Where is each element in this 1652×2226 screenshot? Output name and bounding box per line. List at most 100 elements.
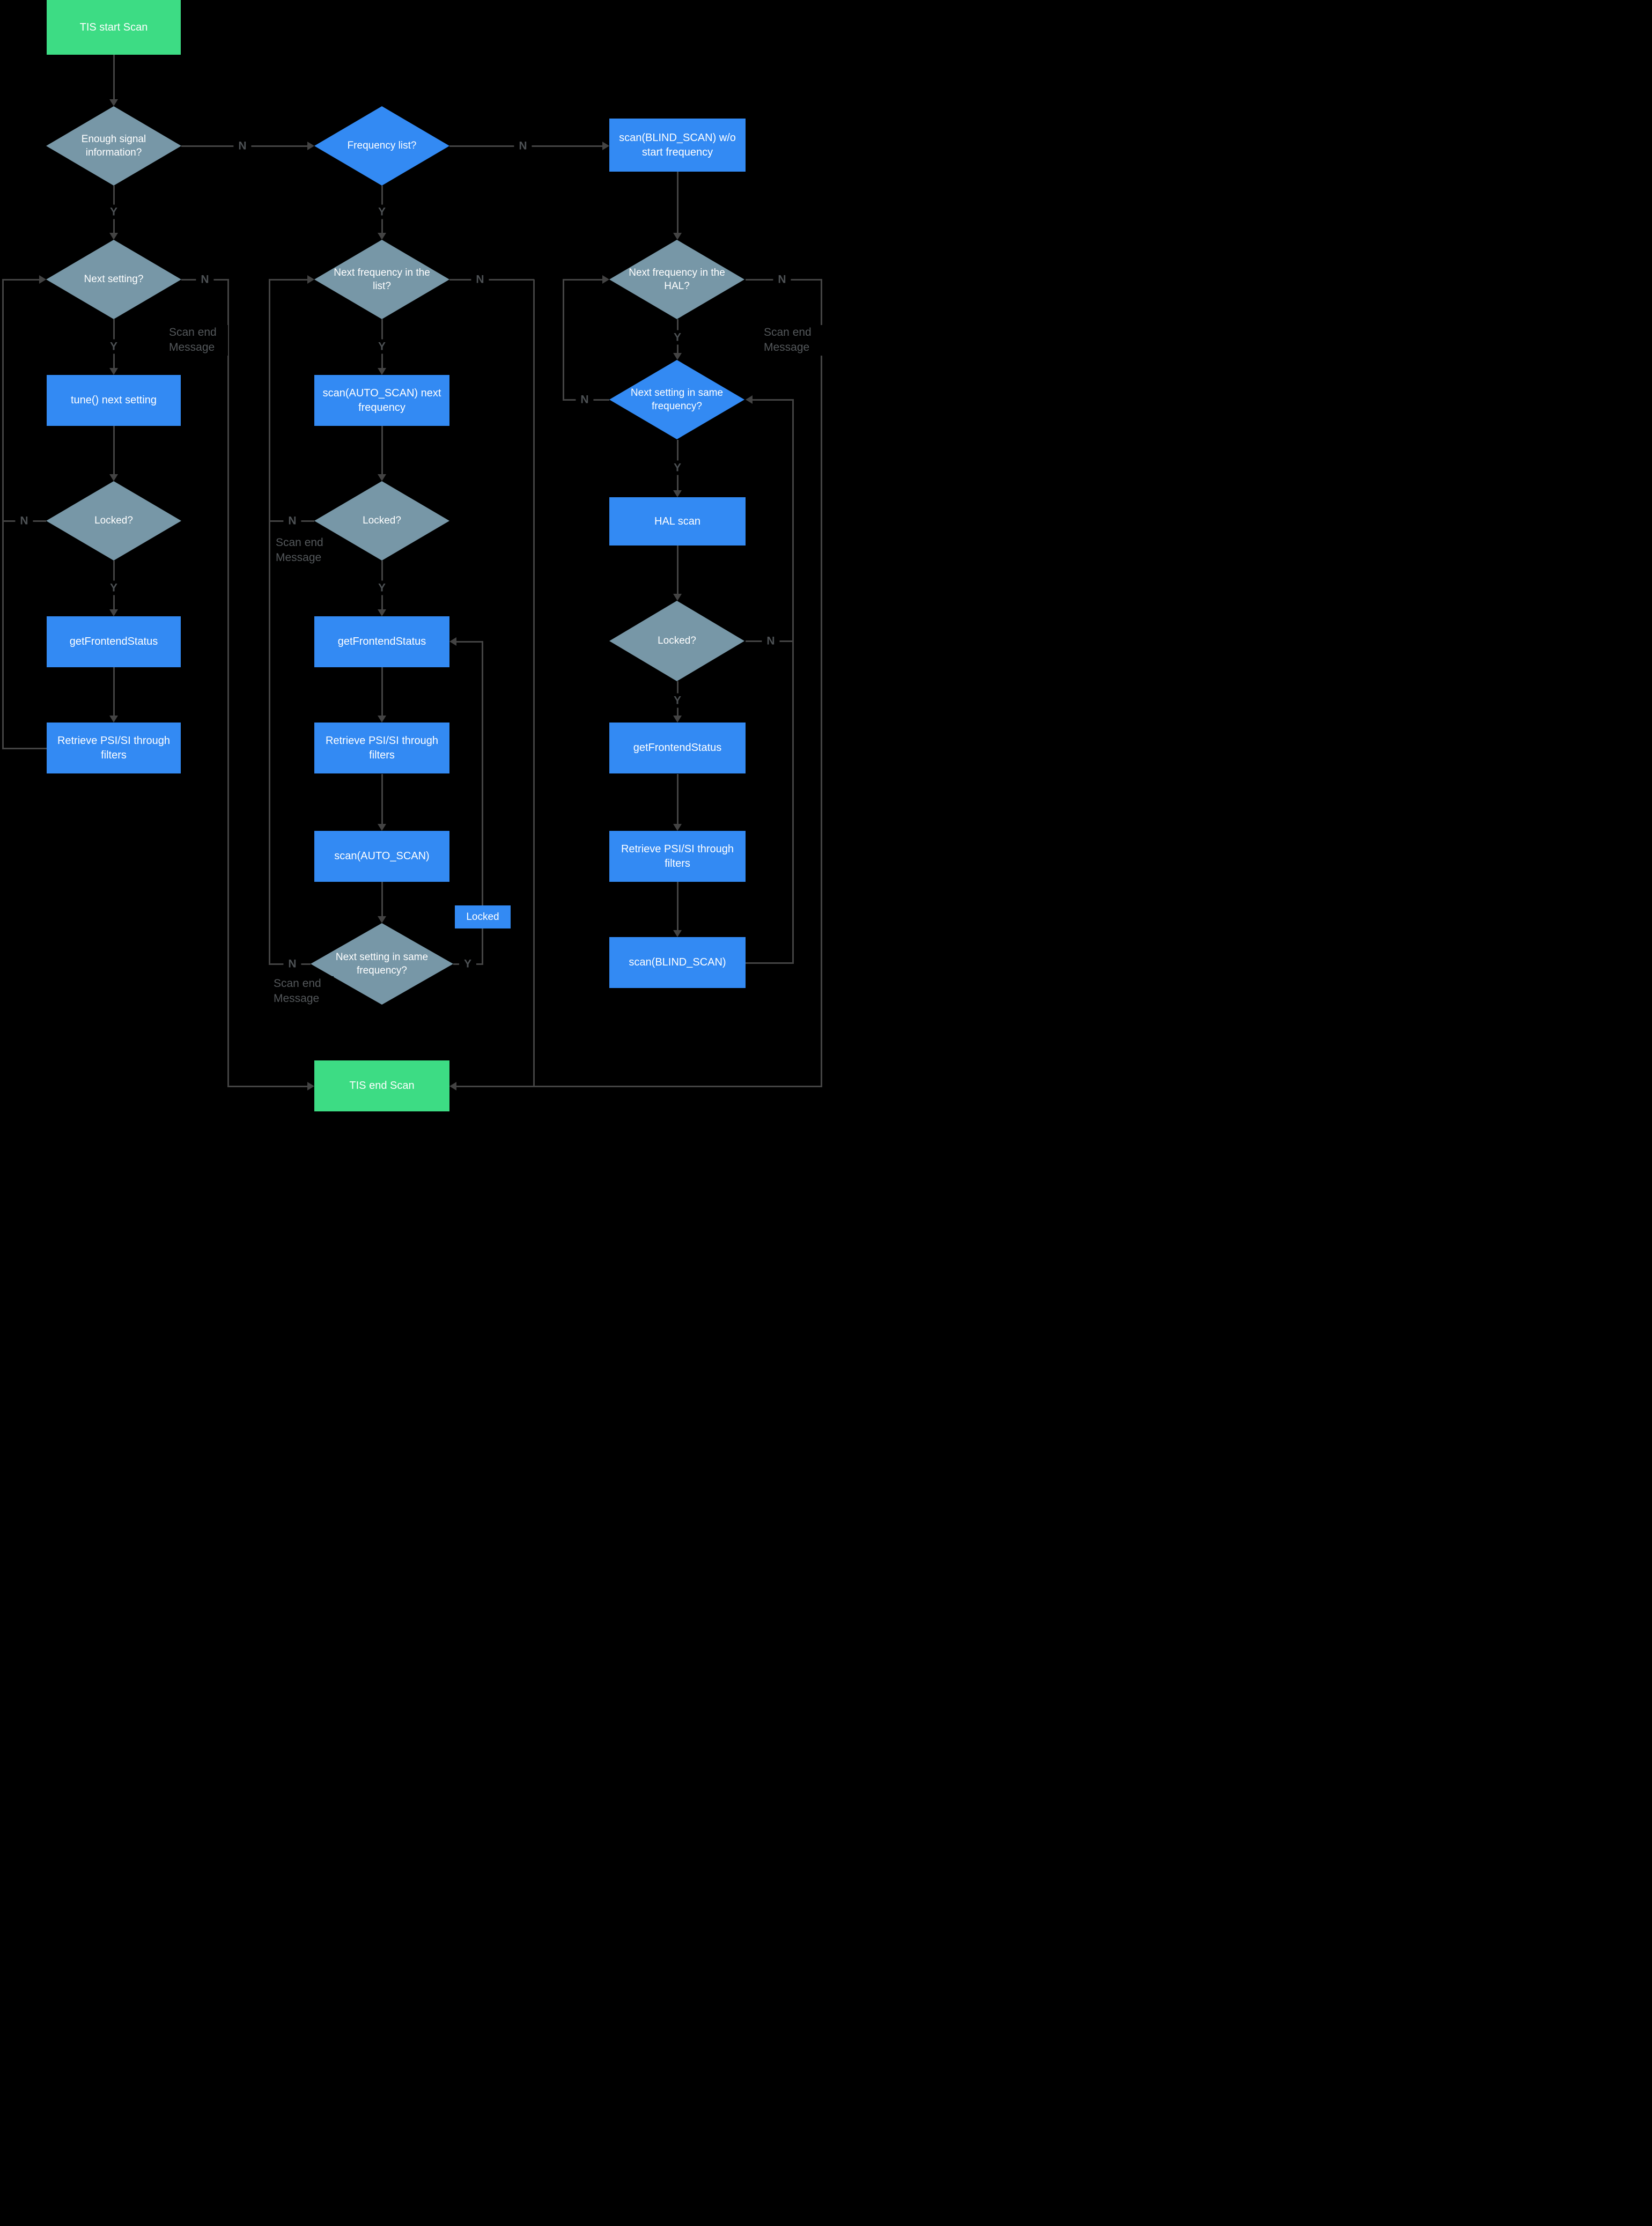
connector xyxy=(381,667,383,717)
arrowhead xyxy=(673,233,682,240)
connector xyxy=(113,667,115,717)
process-tune-next-setting: tune() next setting xyxy=(47,375,181,426)
edge-label-yes: Y xyxy=(668,330,687,345)
edge-label-no: N xyxy=(15,513,33,528)
edge-label-no: N xyxy=(773,272,791,287)
mid-feedback-line xyxy=(269,279,270,965)
arrowhead xyxy=(673,824,682,831)
arrowhead xyxy=(378,824,386,831)
arrowhead xyxy=(378,368,386,375)
mid-feedback-line-top xyxy=(269,279,307,281)
connector xyxy=(381,774,383,825)
arrowhead xyxy=(109,474,118,481)
process-hal-scan: HAL scan xyxy=(609,497,746,546)
edge-label-no: N xyxy=(283,956,301,971)
decision-next-setting-same-frequency-right: Next setting in same frequency? xyxy=(609,360,744,439)
arrowhead xyxy=(602,275,609,284)
next-freq-list-no-line xyxy=(449,279,534,281)
arrowhead xyxy=(673,490,682,497)
process-scan-auto-scan: scan(AUTO_SCAN) xyxy=(314,831,449,882)
arrowhead xyxy=(378,233,386,240)
edge-label-no: N xyxy=(196,272,214,287)
connector xyxy=(677,172,678,234)
node-tis-end-scan: TIS end Scan xyxy=(314,1060,449,1111)
edge-label-no: N xyxy=(283,513,301,528)
edge-label-no: N xyxy=(514,138,532,153)
edge-label-yes: Y xyxy=(373,204,391,219)
blind-scan-loop-line xyxy=(746,962,794,964)
left-feedback-line xyxy=(2,279,4,748)
decision-next-frequency-in-list: Next frequency in the list? xyxy=(314,240,449,319)
edge-label-no: N xyxy=(233,138,252,153)
connector xyxy=(113,55,115,101)
note-scan-end-message: Scan end Message xyxy=(274,976,334,1007)
edge-label-yes: Y xyxy=(105,580,123,595)
arrowhead xyxy=(109,609,118,616)
left-scan-end-bottom xyxy=(227,1086,308,1087)
edge-label-yes: Y xyxy=(459,956,477,971)
arrowhead xyxy=(109,716,118,723)
decision-locked-left: Locked? xyxy=(46,481,181,561)
mid-scan-end-line xyxy=(533,279,535,1086)
edge-label-no: N xyxy=(762,633,780,648)
edge-label-yes: Y xyxy=(668,693,687,708)
node-tis-start-scan: TIS start Scan xyxy=(47,0,181,55)
edge-label-no: N xyxy=(576,392,594,407)
right-loop-top xyxy=(753,399,794,401)
label-locked-tag: Locked xyxy=(455,905,511,928)
retrieve-left-loop-line xyxy=(2,748,47,749)
arrowhead xyxy=(378,716,386,723)
arrowhead xyxy=(673,353,682,360)
note-scan-end-message: Scan end Message xyxy=(764,325,824,356)
process-get-frontend-status-right: getFrontendStatus xyxy=(609,723,746,773)
edge-label-yes: Y xyxy=(105,204,123,219)
arrowhead xyxy=(109,99,118,106)
locked-tag-line xyxy=(482,642,483,964)
connector xyxy=(677,882,678,931)
left-scan-end-line xyxy=(227,279,229,1086)
locked-tag-line-top xyxy=(456,641,483,643)
process-retrieve-psi-si-left: Retrieve PSI/SI through filters xyxy=(47,723,181,773)
process-retrieve-psi-si-mid: Retrieve PSI/SI through filters xyxy=(314,723,449,773)
arrowhead xyxy=(39,275,46,284)
edge-label-yes: Y xyxy=(373,580,391,595)
arrowhead xyxy=(307,275,314,284)
flowchart-canvas: TIS start Scan Enough signal information… xyxy=(0,0,826,1113)
process-scan-blind-scan-wo-start-frequency: scan(BLIND_SCAN) w/o start frequency xyxy=(609,119,746,172)
hal-feedback-line-top xyxy=(563,279,603,281)
process-scan-blind-scan: scan(BLIND_SCAN) xyxy=(609,937,746,988)
right-loop-line xyxy=(792,400,794,964)
arrowhead xyxy=(378,609,386,616)
left-feedback-line-top xyxy=(2,279,40,281)
arrowhead xyxy=(378,916,386,923)
edge-label-yes: Y xyxy=(668,460,687,475)
arrowhead xyxy=(673,716,682,723)
arrowhead xyxy=(449,1082,456,1090)
arrowhead xyxy=(307,1082,314,1090)
decision-enough-signal-information: Enough signal information? xyxy=(46,106,181,186)
decision-frequency-list: Frequency list? xyxy=(314,106,449,186)
arrowhead xyxy=(602,142,609,150)
arrowhead xyxy=(673,594,682,601)
arrowhead xyxy=(449,637,456,646)
connector xyxy=(677,546,678,595)
right-scan-end-line xyxy=(821,279,822,1086)
decision-locked-right: Locked? xyxy=(609,601,744,681)
note-scan-end-message: Scan end Message xyxy=(169,325,228,356)
connector xyxy=(677,774,678,825)
arrowhead xyxy=(378,474,386,481)
connector xyxy=(381,882,383,917)
arrowhead xyxy=(307,142,314,150)
edge-label-yes: Y xyxy=(373,339,391,354)
process-retrieve-psi-si-right: Retrieve PSI/SI through filters xyxy=(609,831,746,882)
connector xyxy=(113,426,115,475)
decision-next-setting: Next setting? xyxy=(46,240,181,319)
arrowhead xyxy=(109,368,118,375)
end-merge-line xyxy=(456,1086,822,1087)
arrowhead xyxy=(673,930,682,937)
process-get-frontend-status-mid: getFrontendStatus xyxy=(314,616,449,667)
arrowhead xyxy=(109,233,118,240)
process-get-frontend-status-left: getFrontendStatus xyxy=(47,616,181,667)
hal-feedback-line xyxy=(563,279,564,400)
decision-next-frequency-in-hal: Next frequency in the HAL? xyxy=(609,240,744,319)
